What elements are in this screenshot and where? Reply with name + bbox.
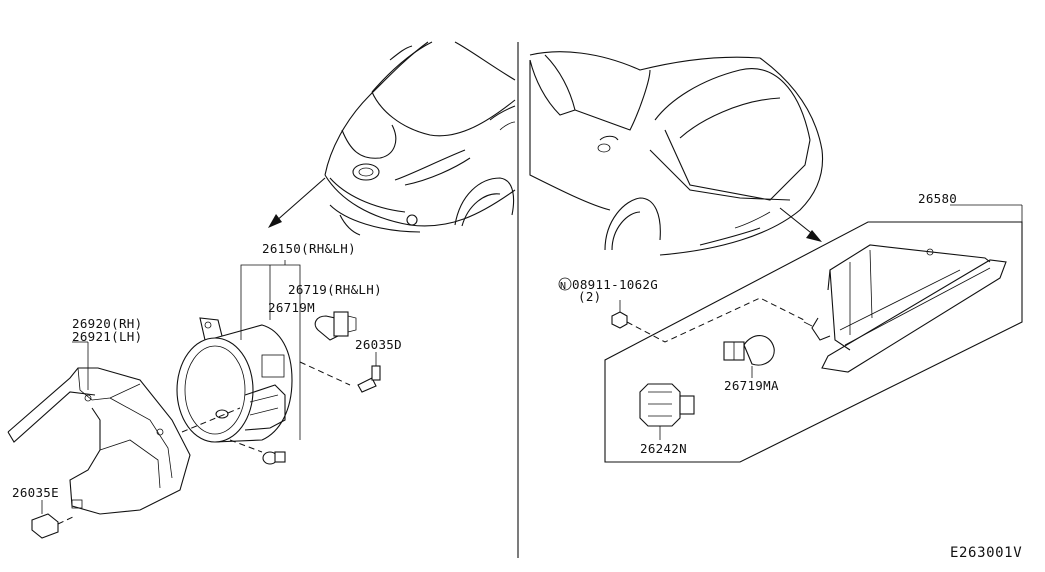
label-26719m: 26719M: [268, 300, 315, 315]
label-08911: 08911-1062G: [572, 277, 658, 292]
bulb-26719m: [262, 451, 286, 465]
label-26920: 26920(RH): [72, 316, 142, 331]
label-08911-qty: (2): [578, 289, 601, 304]
rear-fog-lamp-26580: [803, 244, 1007, 373]
label-26580: 26580: [918, 191, 957, 206]
fog-lamp-assembly: [176, 260, 381, 465]
socket-26242n: [639, 383, 695, 440]
diagram-code: E263001V: [950, 545, 1022, 561]
screw-26035d: [357, 352, 381, 393]
bracket-26920: [7, 341, 191, 539]
bulb-26719ma: [723, 335, 775, 378]
label-26035d: 26035D: [355, 337, 402, 352]
label-n-mark: N: [560, 281, 566, 292]
label-26719ma: 26719MA: [724, 378, 779, 393]
bulb-26719: [314, 311, 357, 341]
front-car-illustration: [268, 41, 516, 236]
n-circle-mark: [558, 277, 572, 291]
label-26242n: 26242N: [640, 441, 687, 456]
label-26035e: 26035E: [12, 485, 59, 500]
label-26719: 26719(RH&LH): [288, 282, 382, 297]
rear-car-illustration: [529, 51, 824, 256]
rear-lamp-box: [604, 204, 1023, 463]
label-26150: 26150(RH&LH): [262, 241, 356, 256]
label-26921: 26921(LH): [72, 329, 142, 344]
nut-08911: [611, 297, 805, 343]
